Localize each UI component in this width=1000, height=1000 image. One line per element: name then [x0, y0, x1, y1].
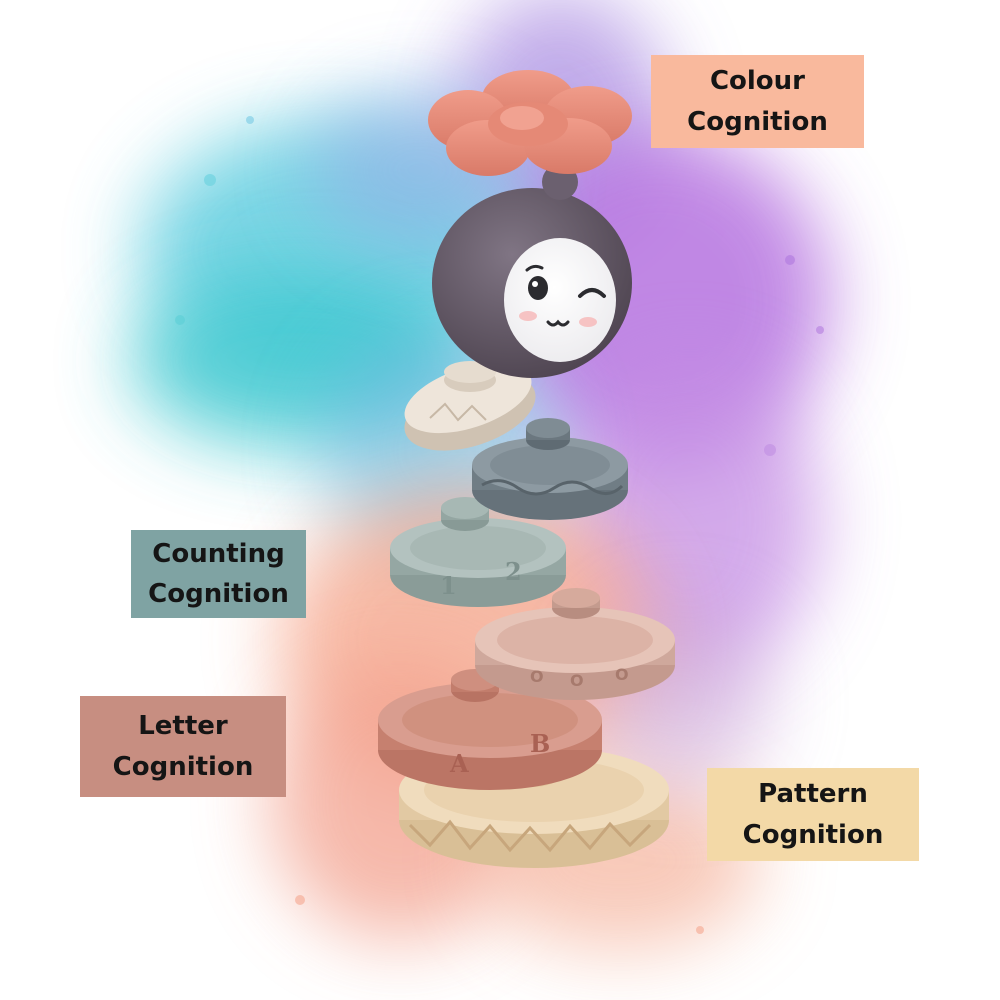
letter-cognition-label: Letter Cognition — [80, 696, 286, 797]
counting-label-line1: Counting — [152, 538, 285, 569]
digit-2-glyph: 2 — [505, 557, 522, 586]
pattern-label-line2: Cognition — [742, 819, 884, 850]
pattern-o-glyph-1: O — [530, 667, 544, 686]
letter-b-glyph: B — [530, 729, 550, 758]
cream-disc — [404, 361, 536, 451]
base-pattern-disc — [399, 746, 669, 868]
digit-1-glyph: 1 — [440, 571, 457, 600]
pattern-cognition-label: Pattern Cognition — [707, 768, 919, 861]
colour-label-line1: Colour — [709, 66, 806, 97]
grey-wave-disc — [472, 418, 628, 520]
colour-cognition-label: Colour Cognition — [651, 55, 864, 148]
character-head — [432, 188, 632, 378]
letter-a-glyph: A — [449, 749, 469, 778]
flower-top — [428, 70, 632, 200]
pattern-o-glyph-2: O — [570, 671, 584, 690]
letter-label-line1: Letter — [138, 711, 228, 742]
pattern-o-glyph-3: O — [615, 665, 629, 684]
colour-label-line2: Cognition — [687, 106, 828, 137]
winking-eye — [578, 288, 606, 298]
counting-label-line2: Cognition — [148, 579, 289, 609]
pink-pattern-disc: O O O — [475, 588, 675, 700]
stacking-toy: A B O O O 1 2 — [378, 70, 675, 868]
pattern-label-line1: Pattern — [758, 779, 868, 810]
counting-cognition-label: Counting Cognition — [131, 530, 306, 618]
left-eye — [528, 276, 548, 300]
counting-disc: 1 2 — [390, 497, 566, 607]
smile-mouth — [546, 319, 570, 327]
letter-label-line2: Cognition — [112, 751, 254, 782]
letter-disc: A B — [378, 669, 602, 790]
